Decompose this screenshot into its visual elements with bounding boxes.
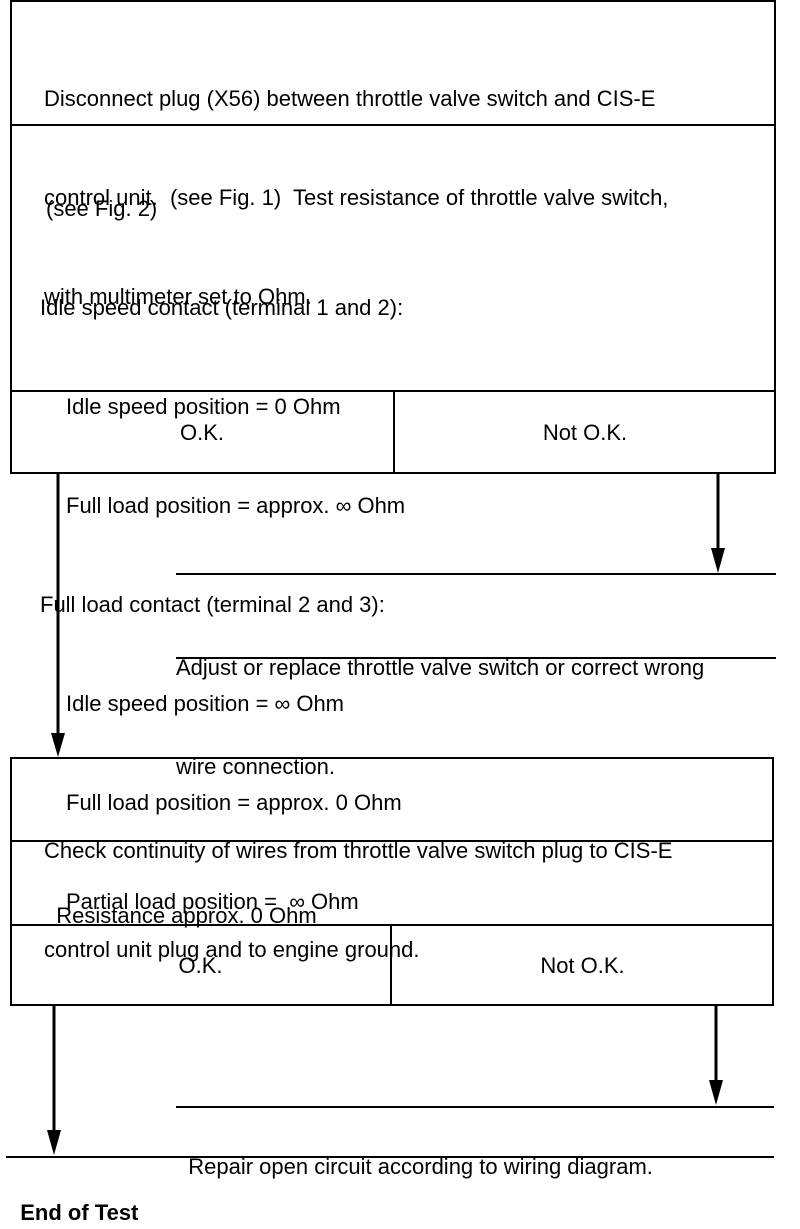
step1-not-ok-cell: Not O.K.: [394, 391, 776, 474]
step1-spec-line: Idle speed contact (terminal 1 and 2):: [40, 295, 404, 320]
end-of-test-text: End of Test: [20, 1200, 139, 1225]
step2-spec-text: Resistance approx. 0 Ohm: [56, 903, 317, 928]
step2-not-ok-label: Not O.K.: [540, 953, 625, 978]
step2-spec: Resistance approx. 0 Ohm: [44, 866, 317, 932]
step2-cell-separator: [390, 925, 392, 1006]
step2-instruction-line: Check continuity of wires from throttle …: [44, 838, 673, 863]
step2-box: [10, 757, 774, 1006]
step1-spec-line: Idle speed position = ∞ Ohm: [66, 691, 345, 716]
step2-action-top-rule: [176, 1106, 774, 1108]
step1-instruction: Disconnect plug (X56) between throttle v…: [44, 16, 668, 346]
step2-not-ok-action: Repair open circuit according to wiring …: [176, 1117, 653, 1183]
step2-not-ok-cell: Not O.K.: [391, 925, 774, 1006]
step2-instruction: Check continuity of wires from throttle …: [44, 768, 672, 999]
step1-not-ok-label: Not O.K.: [542, 420, 628, 445]
arrowhead-step1-ok: [51, 733, 65, 757]
arrowhead-step2-not-ok: [709, 1080, 723, 1105]
step1-spec-line: (see Fig. 2): [46, 196, 158, 221]
step1-ok-label: O.K.: [179, 420, 224, 445]
step2-action-text: Repair open circuit according to wiring …: [188, 1154, 653, 1179]
step1-instruction-line: with multimeter set to Ohm.: [44, 284, 312, 309]
step1-ok-cell: O.K.: [10, 391, 394, 474]
step1-instruction-line: Disconnect plug (X56) between throttle v…: [44, 86, 656, 111]
step1-divider: [10, 124, 776, 126]
step1-action-bottom-rule: [176, 657, 776, 659]
step1-spec: (see Fig. 2) Idle speed contact (termina…: [40, 126, 405, 951]
step1-spec-line: Full load contact (terminal 2 and 3):: [40, 592, 385, 617]
step1-spec-line: Full load position = approx. ∞ Ohm: [66, 493, 406, 518]
step2-ok-cell: O.K.: [10, 925, 391, 1006]
end-rule: [6, 1156, 774, 1158]
step2-ok-label: O.K.: [178, 953, 223, 978]
flow-connectors: [47, 474, 725, 1155]
step1-action-line: Adjust or replace throttle valve switch …: [176, 655, 705, 680]
step2-divider: [10, 840, 774, 842]
step1-spec-line: Idle speed position = 0 Ohm: [66, 394, 341, 419]
step1-action-top-rule: [176, 573, 776, 575]
step1-spec-line: Full load position = approx. 0 Ohm: [66, 790, 402, 815]
step1-cell-separator: [393, 391, 395, 474]
step2-instruction-line: control unit plug and to engine ground.: [44, 937, 420, 962]
step2-result-divider: [10, 924, 774, 926]
step1-not-ok-action: Adjust or replace throttle valve switch …: [176, 585, 704, 816]
step1-instruction-line: control unit. (see Fig. 1) Test resistan…: [44, 185, 669, 210]
arrowhead-step2-ok: [47, 1130, 61, 1155]
step1-spec-line: Partial load position = ∞ Ohm: [66, 889, 359, 914]
arrowhead-step1-not-ok: [711, 548, 725, 573]
